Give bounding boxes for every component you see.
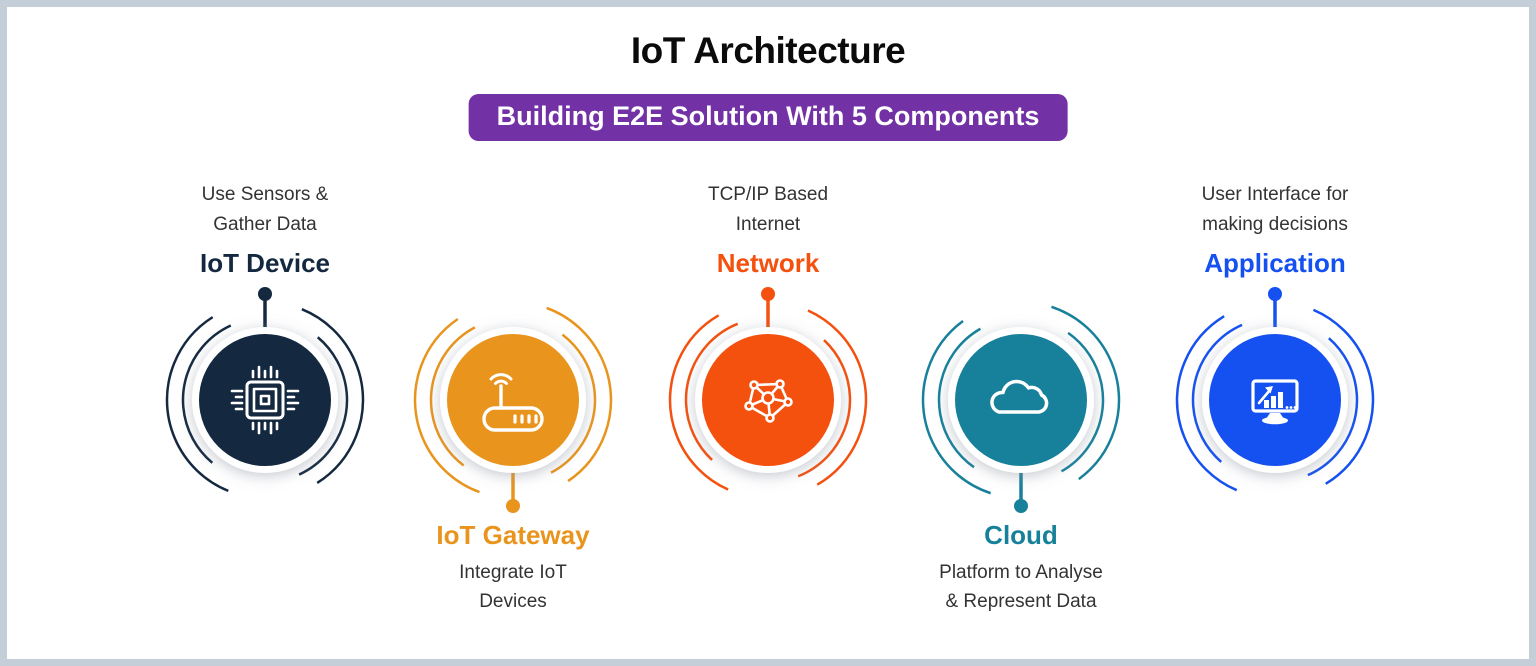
component-badge	[1175, 287, 1375, 500]
banner: Building E2E Solution With 5 Components	[468, 94, 1068, 141]
description-line: making decisions	[1202, 214, 1348, 235]
component-badge	[413, 300, 613, 513]
description-line: Devices	[479, 591, 547, 612]
page-title: IoT Architecture	[630, 30, 906, 71]
component-cloud: Cloud Platform to Analyse & Represent Da…	[891, 170, 1151, 650]
router-icon	[482, 373, 544, 432]
monitor-chart-icon	[1251, 379, 1299, 425]
component-description: User Interface for making decisions	[1145, 180, 1405, 240]
component-badge	[165, 287, 365, 500]
component-description: Use Sensors & Gather Data	[135, 180, 395, 240]
chip-icon	[230, 365, 300, 435]
description-line: Platform to Analyse	[939, 562, 1103, 583]
description-line: Gather Data	[213, 214, 317, 235]
component-title: Application	[1204, 248, 1346, 278]
mesh-network-icon	[744, 379, 793, 423]
component-title: Network	[716, 248, 820, 278]
component-title: IoT Gateway	[436, 520, 590, 550]
component-title: Cloud	[984, 520, 1058, 550]
component-description: Platform to Analyse & Represent Data	[891, 558, 1151, 616]
description-line: Internet	[735, 214, 801, 235]
cloud-icon	[990, 379, 1049, 414]
component-application: User Interface for making decisions Appl…	[1145, 170, 1405, 650]
component-network: TCP/IP Based Internet Network	[638, 170, 898, 650]
description-line: User Interface for	[1201, 184, 1349, 205]
component-description: TCP/IP Based Internet	[638, 180, 898, 240]
description-line: & Represent Data	[945, 591, 1097, 612]
component-description: Integrate IoT Devices	[383, 558, 643, 616]
description-line: Use Sensors &	[201, 184, 329, 205]
component-badge	[668, 287, 868, 500]
description-line: TCP/IP Based	[707, 184, 829, 205]
component-iot-gateway: IoT Gateway Integrate IoT Devices	[383, 170, 643, 650]
component-title: IoT Device	[199, 248, 331, 278]
component-iot-device: Use Sensors & Gather Data IoT Device	[135, 170, 395, 650]
component-badge	[921, 300, 1121, 513]
description-line: Integrate IoT	[459, 562, 567, 583]
